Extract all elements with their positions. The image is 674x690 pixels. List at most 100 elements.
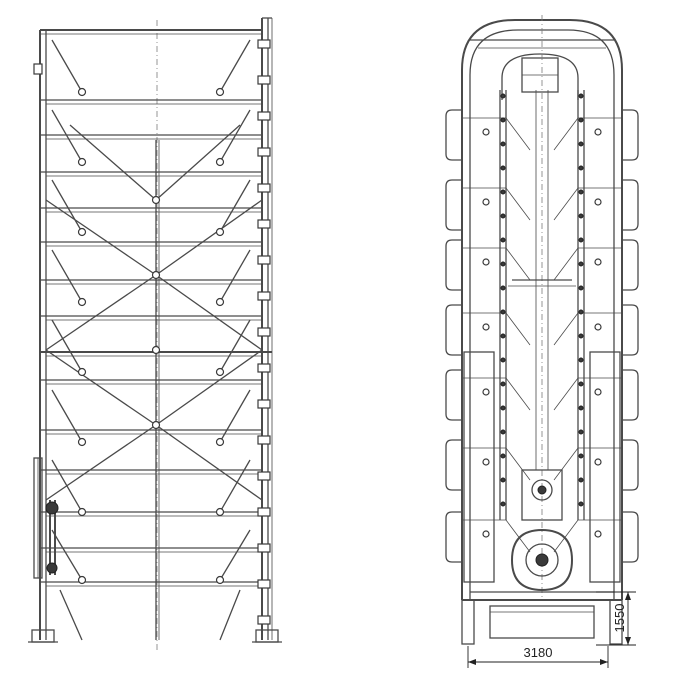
chain-guide-block (257, 183, 271, 193)
cradle-pivot (594, 388, 602, 396)
pallet-cradle-left (445, 109, 462, 161)
chain-roller (578, 165, 584, 171)
diagonal-brace (155, 274, 263, 351)
end-view-verticals (461, 15, 623, 600)
hanger-arm (219, 589, 241, 641)
hanger-arm (51, 249, 83, 303)
chain-roller (500, 453, 506, 459)
joint-node (215, 507, 225, 517)
chain-guide-block (257, 147, 271, 157)
height-dimension: 1550 (596, 591, 636, 646)
chain-roller (578, 189, 584, 195)
pallet-cradle-right (622, 239, 639, 291)
cradle-link (553, 187, 579, 221)
cradle-pivot (594, 530, 602, 538)
chain-guide-block (257, 291, 271, 301)
cradle-link (553, 247, 579, 281)
chain-roller (500, 501, 506, 507)
pallet-cradle-left (445, 304, 462, 356)
chain-guide-block (257, 507, 271, 517)
hanger-arm (51, 39, 83, 93)
chain-guide-block (257, 399, 271, 409)
chain-roller (578, 381, 584, 387)
chain-roller (500, 333, 506, 339)
elevation-drive-chain (33, 457, 59, 579)
elevation-bracing (40, 39, 272, 641)
hanger-arm (51, 389, 83, 443)
chain-roller (578, 453, 584, 459)
joint-node (77, 437, 87, 447)
joint-node (77, 157, 87, 167)
joint-node (77, 297, 87, 307)
diagonal-brace (45, 199, 157, 276)
cradle-pivot (482, 458, 490, 466)
pallet-cradle-right (622, 439, 639, 491)
cradle-pivot (482, 530, 490, 538)
cradle-link (553, 377, 579, 411)
end-elevation-view: 3180 1550 (445, 15, 639, 668)
chain-roller (500, 213, 506, 219)
cradle-pivot (594, 128, 602, 136)
chain-roller (500, 405, 506, 411)
diagonal-brace (155, 424, 263, 501)
pallet-cradle-right (622, 109, 639, 161)
hanger-arm (219, 459, 251, 513)
chain-roller (578, 285, 584, 291)
cradle-link (505, 187, 531, 221)
chain-guide-block (257, 435, 271, 445)
diagonal-brace (45, 424, 157, 501)
joint-node (151, 270, 161, 280)
chain-guide-block (257, 471, 271, 481)
chain-roller (578, 357, 584, 363)
pallet-cradle-right (622, 511, 639, 563)
side-elevation-view (28, 17, 282, 650)
elevation-decks (40, 99, 262, 587)
chain-roller (500, 141, 506, 147)
elevation-columns (39, 18, 273, 650)
hanger-arm (51, 179, 83, 233)
chain-roller (578, 501, 584, 507)
hanger-arm (59, 589, 83, 641)
hanger-arm (219, 179, 251, 233)
elevation-joint-nodes (33, 39, 271, 625)
height-dimension-label: 1550 (612, 604, 627, 633)
diagonal-brace (45, 349, 157, 426)
cradle-link (553, 519, 579, 553)
cradle-pivot (482, 323, 490, 331)
chain-guide-block (257, 327, 271, 337)
chain-roller (500, 261, 506, 267)
chain-guide-block (257, 579, 271, 589)
cradle-pivot (594, 258, 602, 266)
chain-roller (500, 309, 506, 315)
cradle-link (505, 312, 531, 346)
chain-roller (578, 93, 584, 99)
cradle-link (553, 447, 579, 481)
diagonal-brace (69, 124, 157, 201)
diagonal-brace (45, 274, 157, 351)
cradle-pivot (594, 198, 602, 206)
cradle-link (505, 519, 531, 553)
cradle-pivot (482, 388, 490, 396)
cradle-link (553, 312, 579, 346)
pallet-cradle-left (445, 511, 462, 563)
cradle-link (505, 447, 531, 481)
chain-roller (500, 381, 506, 387)
end-view-pallet-cradles (445, 93, 639, 563)
chain-roller (578, 429, 584, 435)
diagonal-brace (155, 349, 263, 426)
chain-roller (500, 429, 506, 435)
chain-roller (578, 213, 584, 219)
chain-guide-block (257, 219, 271, 229)
joint-node (215, 297, 225, 307)
cradle-link (505, 377, 531, 411)
chain-roller (500, 357, 506, 363)
chain-roller (500, 93, 506, 99)
cradle-link (505, 117, 531, 151)
hanger-arm (219, 39, 251, 93)
chain-roller (578, 405, 584, 411)
joint-node (77, 227, 87, 237)
width-dimension: 3180 (467, 645, 609, 668)
pallet-cradle-left (445, 439, 462, 491)
hanger-arm (219, 249, 251, 303)
